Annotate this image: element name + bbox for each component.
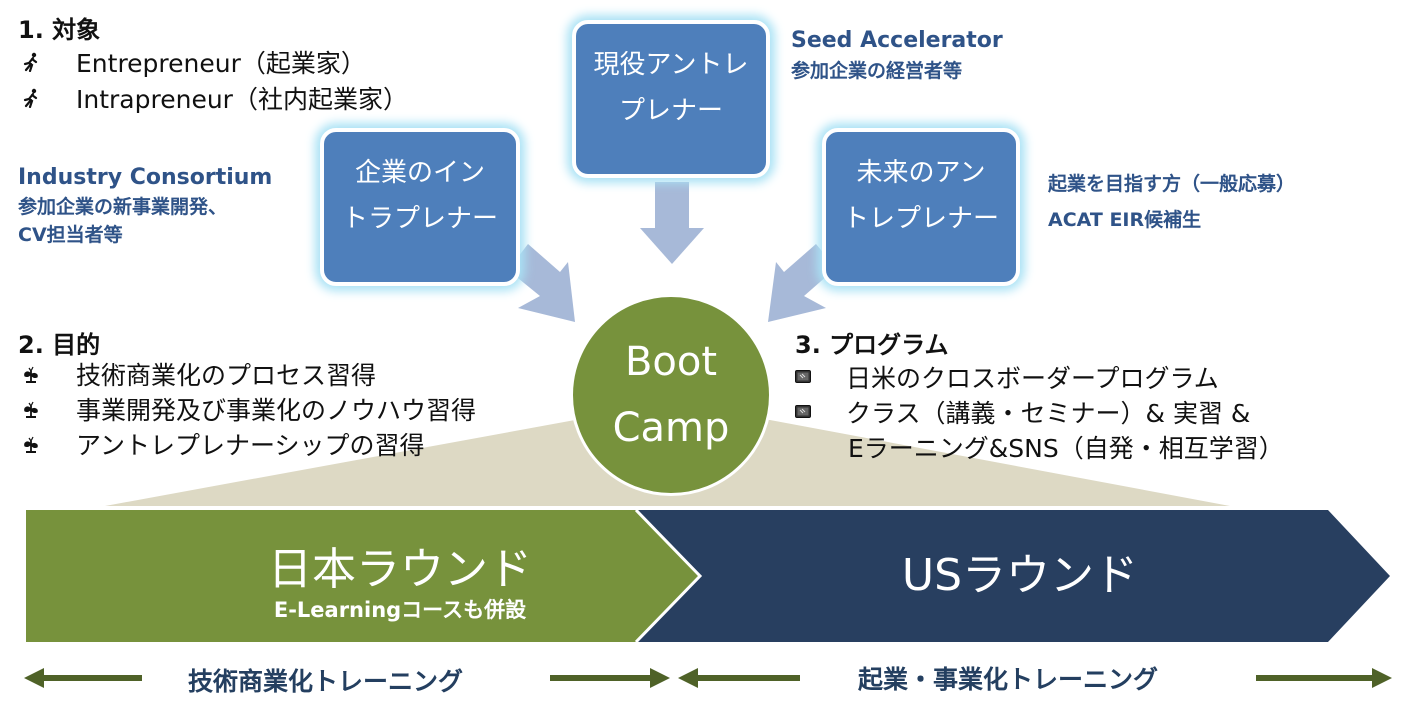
- monitor-icon: [792, 366, 814, 388]
- note-public-jp1: 起業を目指す方（一般応募）: [1048, 173, 1296, 195]
- section-target-list: Entrepreneur（起業家） Intrapreneur（社内起業家）: [20, 44, 408, 116]
- purpose-item: 事業開発及び事業化のノウハウ習得: [76, 395, 477, 425]
- section-program-title: 3. プログラム: [795, 331, 949, 359]
- japan-round-title: 日本ラウンド: [268, 544, 532, 595]
- section-purpose-list: 技術商業化のプロセス習得 事業開発及び事業化のノウハウ習得 アントレプレナーシッ…: [20, 356, 476, 461]
- seedling-icon: [20, 398, 42, 420]
- role-box-future-entrepreneur: 未来のアン トレプレナー: [822, 128, 1020, 286]
- role-future-line1: 未来のアン: [856, 158, 986, 188]
- flow-arrow-current: [640, 182, 704, 264]
- runner-icon: [20, 51, 42, 73]
- list-item: 事業開発及び事業化のノウハウ習得: [20, 391, 476, 426]
- bootcamp-circle: Boot Camp: [570, 294, 772, 496]
- us-round-band: [636, 510, 1390, 642]
- program-item: 日米のクロスボーダープログラム: [846, 363, 1219, 393]
- note-seed-en: Seed Accelerator: [791, 28, 1003, 53]
- japan-round-subtitle: E-Learningコースも併設: [273, 598, 527, 622]
- monitor-icon: [792, 401, 814, 423]
- section-target-title: 1. 対象: [18, 16, 101, 44]
- training-label-startup: 起業・事業化トレーニング: [858, 665, 1159, 694]
- role-corporate-line1: 企業のイン: [354, 158, 485, 188]
- bootcamp-line2: Camp: [612, 405, 730, 451]
- program-item-continuation: Eラーニング&SNS（自発・相互学習）: [848, 433, 1284, 463]
- bootcamp-line1: Boot: [624, 339, 718, 385]
- list-item: 技術商業化のプロセス習得: [20, 356, 476, 391]
- flow-arrow-corporate: [508, 244, 575, 322]
- us-round-title: USラウンド: [901, 550, 1139, 601]
- us-round-label: USラウンド: [820, 546, 1220, 606]
- program-item: クラス（講義・セミナー）& 実習 &: [846, 398, 1251, 428]
- seedling-icon: [20, 363, 42, 385]
- japan-round-band: [26, 510, 700, 642]
- target-entrepreneur: Entrepreneur（起業家）: [76, 49, 366, 78]
- role-current-line2: プレナー: [618, 96, 723, 126]
- purpose-item: 技術商業化のプロセス習得: [76, 360, 377, 390]
- list-item-continuation: Eラーニング&SNS（自発・相互学習）: [792, 429, 1284, 464]
- list-item: Intrapreneur（社内起業家）: [20, 80, 408, 116]
- timeline-arrow-left-end: [550, 668, 670, 688]
- flow-arrow-future: [768, 244, 836, 322]
- role-future-line2: トレプレナー: [842, 204, 999, 234]
- role-current-line1: 現役アントレ: [593, 50, 749, 80]
- note-public-jp2: ACAT EIR候補生: [1048, 209, 1202, 231]
- runner-icon: [20, 87, 42, 109]
- note-seed-accelerator: Seed Accelerator 参加企業の経営者等: [791, 26, 1003, 86]
- role-corporate-line2: トラプレナー: [341, 204, 498, 234]
- japan-round-label: 日本ラウンド E-Learningコースも併設: [200, 543, 600, 623]
- note-industry-en: Industry Consortium: [18, 165, 273, 190]
- note-industry-jp2: CV担当者等: [18, 224, 123, 246]
- timeline-arrow-left-start: [24, 668, 142, 688]
- purpose-item: アントレプレナーシップの習得: [76, 430, 425, 460]
- section-purpose-title: 2. 目的: [18, 331, 101, 359]
- list-item: Entrepreneur（起業家）: [20, 44, 408, 80]
- role-box-current-entrepreneur: 現役アントレ プレナー: [572, 20, 770, 178]
- note-industry-jp1: 参加企業の新事業開発、: [18, 196, 228, 218]
- training-label-commercialization: 技術商業化トレーニング: [188, 667, 464, 696]
- timeline-arrow-right-end: [1256, 668, 1392, 688]
- target-intrapreneur: Intrapreneur（社内起業家）: [76, 85, 408, 114]
- section-program-list: 日米のクロスボーダープログラム クラス（講義・セミナー）& 実習 & Eラーニン…: [792, 359, 1284, 464]
- note-industry-consortium: Industry Consortium 参加企業の新事業開発、 CV担当者等: [18, 163, 272, 249]
- list-item: アントレプレナーシップの習得: [20, 426, 476, 461]
- list-item: クラス（講義・セミナー）& 実習 &: [792, 394, 1284, 429]
- note-public-applicants: 起業を目指す方（一般応募） ACAT EIR候補生: [1048, 166, 1295, 238]
- note-seed-jp1: 参加企業の経営者等: [791, 60, 963, 82]
- list-item: 日米のクロスボーダープログラム: [792, 359, 1284, 394]
- seedling-icon: [20, 433, 42, 455]
- role-box-corporate-intrapreneur: 企業のイン トラプレナー: [320, 128, 520, 286]
- timeline-arrow-right-start: [678, 668, 800, 688]
